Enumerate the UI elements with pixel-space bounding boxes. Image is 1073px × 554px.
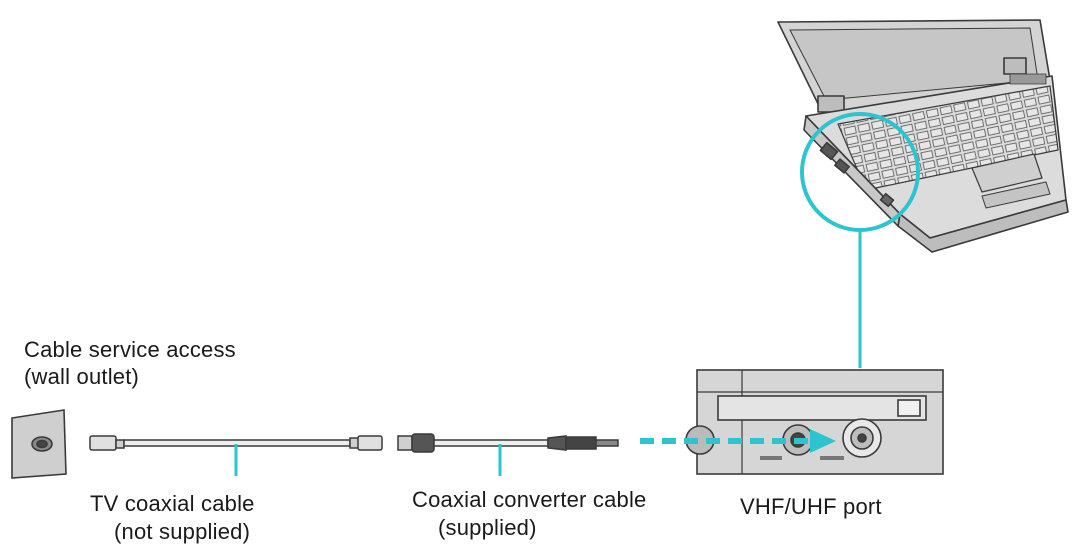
tv-coaxial-cable bbox=[89, 435, 383, 451]
port-label: VHF/UHF port bbox=[740, 494, 882, 519]
converter-cable-label-line1: Coaxial converter cable bbox=[412, 487, 647, 512]
tv-cable-label-line2: (not supplied) bbox=[114, 519, 251, 544]
wall-outlet-label-line1: Cable service access bbox=[24, 337, 236, 362]
wall-outlet-label-line2: (wall outlet) bbox=[24, 364, 140, 389]
converter-cable-label-line2: (supplied) bbox=[438, 515, 537, 540]
wall-outlet-illustration bbox=[11, 409, 67, 479]
tv-cable-label-line1: TV coaxial cable bbox=[90, 491, 255, 516]
connection-arrow bbox=[640, 429, 836, 453]
port-closeup-panel bbox=[685, 369, 944, 475]
coaxial-converter-cable bbox=[397, 433, 619, 453]
